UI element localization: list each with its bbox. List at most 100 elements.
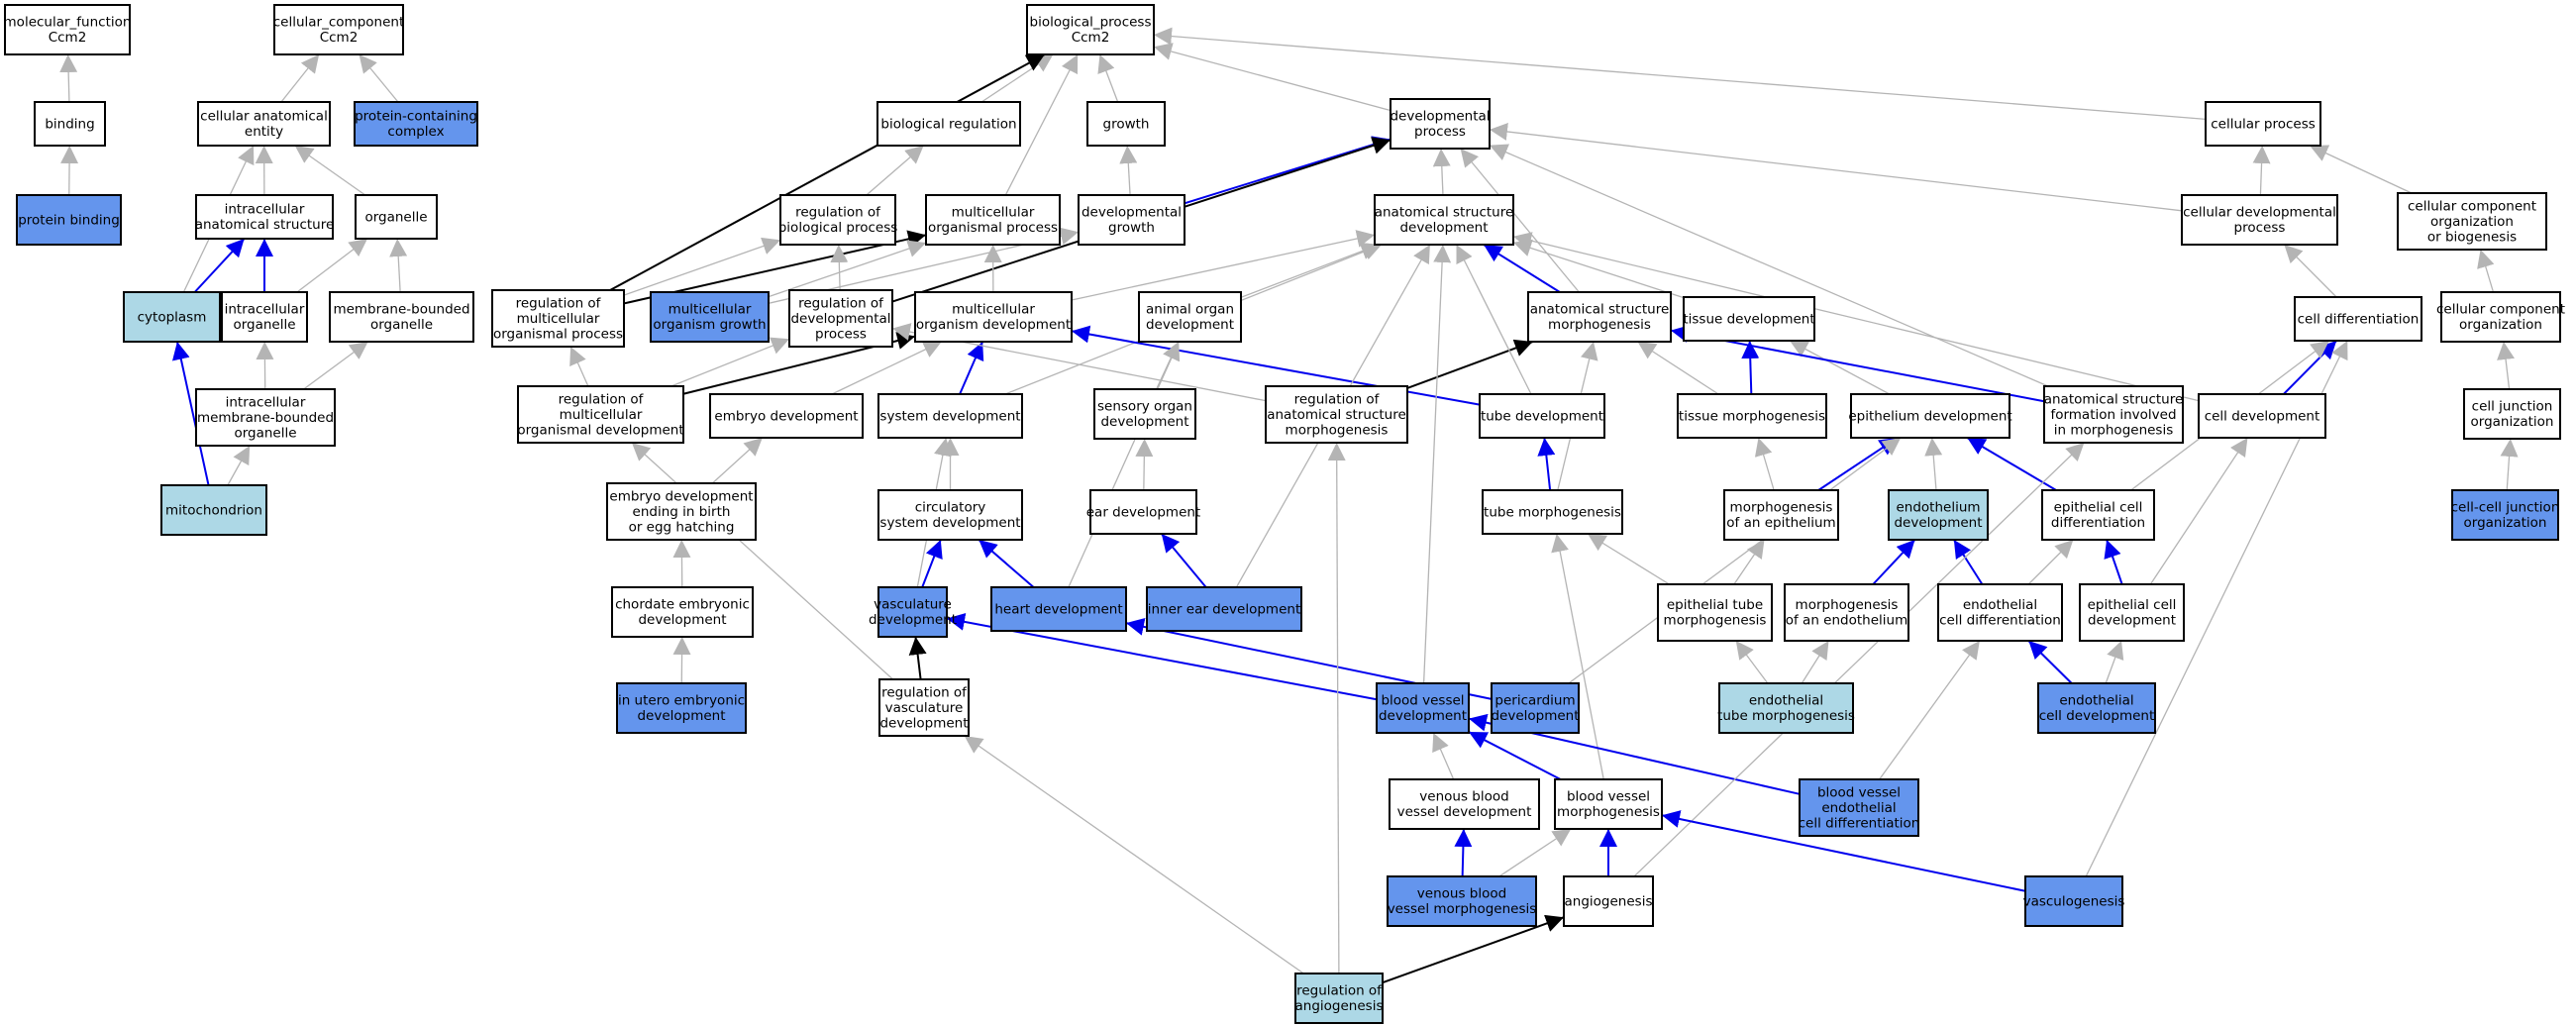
node-innerear[interactable]: inner ear development	[1146, 586, 1302, 632]
node-organelle[interactable]: organelle	[355, 194, 438, 240]
edge-tissmorph-to-tissdev	[1741, 340, 1760, 395]
edge-asfim-to-devproc	[1489, 144, 2049, 387]
node-label-line: organismal process	[493, 326, 623, 342]
node-label-line: formation involved	[2050, 407, 2176, 423]
node-angio[interactable]: angiogenesis	[1563, 875, 1654, 927]
node-eardev[interactable]: ear development	[1086, 489, 1200, 535]
node-label-line: cell differentiation	[2298, 311, 2420, 327]
node-tissmorph[interactable]: tissue morphogenesis	[1677, 393, 1827, 439]
node-heartdev[interactable]: heart development	[990, 586, 1127, 632]
node-label-line: vasculature	[885, 700, 964, 716]
node-label-line: cellular_component	[273, 15, 404, 31]
node-tubemorph[interactable]: tube morphogenesis	[1482, 489, 1623, 535]
node-mito[interactable]: mitochondrion	[160, 484, 267, 536]
node-pbind[interactable]: protein binding	[16, 194, 122, 246]
node-epidev[interactable]: epithelium development	[1848, 393, 2012, 439]
node-box	[354, 101, 478, 147]
node-label-line: process	[815, 326, 867, 342]
edge-embdev-to-mod	[831, 341, 943, 395]
edge-endocd-to-endodev	[1953, 539, 1984, 585]
node-celldev[interactable]: cell development	[2198, 393, 2326, 439]
node-tubedev[interactable]: tube development	[1479, 393, 1605, 439]
node-tissdev[interactable]: tissue development	[1683, 296, 1815, 342]
node-box	[1723, 489, 1839, 541]
edge-vbvmorph-to-vbvdev	[1454, 828, 1473, 877]
node-sysdev[interactable]: system development	[877, 393, 1023, 439]
node-binding[interactable]: binding	[34, 101, 106, 147]
node-label-line: regulation of	[795, 205, 881, 221]
node-label-line: epithelial cell	[2088, 597, 2177, 613]
node-vasculo[interactable]: vasculogenesis	[2023, 875, 2125, 927]
edge-celldev-to-celldiff	[2283, 340, 2337, 395]
node-label-line: anatomical structure	[1375, 205, 1514, 221]
node-label-line: organismal development	[517, 422, 683, 438]
node-box	[2198, 393, 2326, 439]
node-celldiff[interactable]: cell differentiation	[2294, 296, 2422, 342]
edge-aod-to-asd	[1240, 243, 1380, 298]
node-embdev[interactable]: embryo development	[709, 393, 864, 439]
node-breg[interactable]: biological regulation	[876, 101, 1021, 147]
node-cyto[interactable]: cytoplasm	[123, 291, 221, 343]
node-growth[interactable]: growth	[1086, 101, 1166, 147]
node-box	[1554, 778, 1663, 830]
node-label-line: differentiation	[2051, 515, 2145, 531]
node-cellproc[interactable]: cellular process	[2205, 101, 2321, 147]
edge-morphepi-to-epidev	[1817, 437, 1899, 491]
node-label-line: pericardium	[1494, 693, 1575, 709]
edge-asm-to-asd	[1483, 244, 1561, 293]
node-box	[2463, 388, 2561, 440]
node-box	[1683, 296, 1815, 342]
